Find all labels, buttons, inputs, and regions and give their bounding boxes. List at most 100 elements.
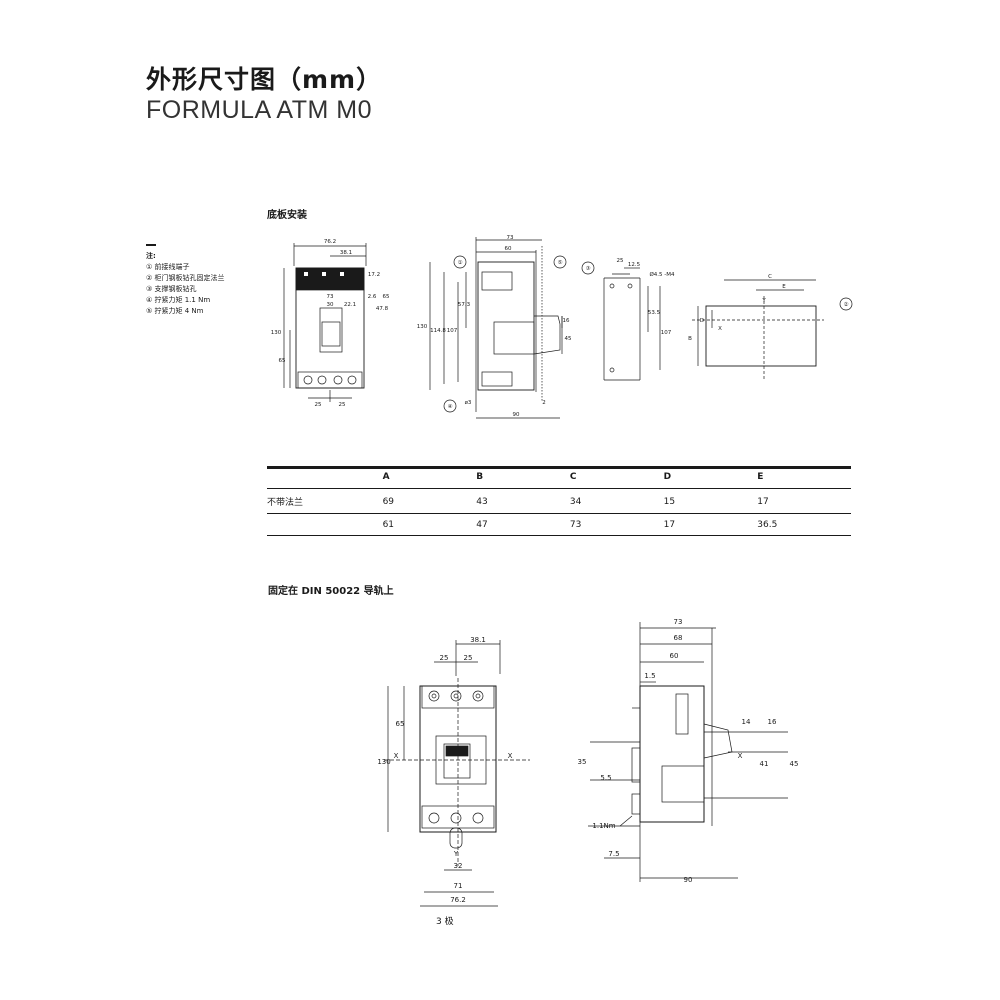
dim-53-5: 53.5 — [648, 310, 661, 316]
table-header: A — [382, 466, 477, 489]
dim-73: 73 — [674, 618, 683, 626]
dim-pitch: 38.1 — [340, 250, 352, 256]
section-din-mounting: 固定在 DIN 50022 导轨上 — [268, 586, 394, 597]
dim-12-5: 12.5 — [628, 262, 641, 268]
dim-114-8: 114.8 — [430, 328, 446, 334]
dim-32: 32 — [454, 862, 463, 870]
table-cell: 73 — [569, 513, 664, 536]
axis-x-right: X — [508, 752, 513, 760]
front-view-drawing: 76.2 38.1 73 30 22.1 17.2 2.6 47.8 65 13… — [271, 239, 390, 408]
din-front-view-drawing: 38.1 25 25 65 130 X X Y 32 71 76.2 — [377, 636, 530, 907]
table-cell — [267, 513, 383, 536]
dim-130: 130 — [417, 324, 428, 330]
dim-22: 22.1 — [344, 302, 356, 308]
note-item: ① 前接线端子 — [146, 263, 190, 271]
dim-25-b: 25 — [339, 402, 346, 408]
table-cell: 17 — [663, 513, 758, 536]
dim-38-1: 38.1 — [470, 636, 486, 644]
dim-73: 73 — [327, 294, 334, 300]
dim-30: 30 — [327, 302, 334, 308]
table-header: E — [757, 466, 851, 489]
dim-73: 73 — [507, 235, 514, 241]
dim-47-8: 47.8 — [376, 306, 389, 312]
dim-2: 2 — [542, 400, 546, 406]
dim-90: 90 — [684, 876, 693, 884]
dim-5-5: 5.5 — [600, 774, 611, 782]
table-header: B — [476, 466, 570, 489]
notes-block: 注: ① 前接线端子 ② 柜门钢板钻孔固定法兰 ③ 支撑钢板钻孔 ④ 拧紧力矩 … — [146, 244, 256, 317]
note-item: ⑤ 拧紧力矩 4 Nm — [146, 307, 204, 315]
table-header — [267, 466, 383, 489]
dim-width: 76.2 — [324, 239, 336, 245]
dim-16: 16 — [563, 318, 570, 324]
dim-130: 130 — [271, 330, 282, 336]
table-header-row: A B C D E — [267, 466, 851, 489]
support-drilling-drawing: ③ 25 12.5 Ø4.5 -M4 53.5 107 — [581, 258, 675, 381]
dim-65-right: 65 — [383, 294, 390, 300]
dim-60: 60 — [670, 652, 679, 660]
dim-45: 45 — [565, 336, 572, 342]
din-side-view-drawing: 73 68 60 1.5 14 16 35 5.5 41 45 X 1.1Nm … — [578, 618, 799, 884]
dim-35: 35 — [578, 758, 587, 766]
dim-60: 60 — [505, 246, 512, 252]
dim-65: 65 — [396, 720, 405, 728]
page-title: 外形尺寸图（mm） — [146, 65, 383, 94]
dim-90: 90 — [513, 412, 520, 418]
note-item: ④ 拧紧力矩 1.1 Nm — [146, 296, 211, 304]
table-cell: 不带法兰 — [267, 488, 383, 514]
table-cell: 15 — [663, 488, 758, 514]
dim-68: 68 — [674, 634, 683, 642]
table-row: 不带法兰 69 43 34 15 17 — [267, 488, 851, 514]
dim-41: 41 — [760, 760, 769, 768]
axis-y: Y — [761, 298, 766, 304]
hole-spec: Ø4.5 -M4 — [649, 271, 675, 278]
dim-76-2: 76.2 — [450, 896, 466, 904]
table-header: C — [569, 466, 664, 489]
table-header: D — [663, 466, 758, 489]
section-plate-mounting: 底板安装 — [267, 210, 307, 221]
callout-4: ④ — [448, 404, 453, 410]
table-cell: 47 — [476, 513, 570, 536]
table-cell: 17 — [757, 488, 851, 514]
dim-25-a: 25 — [315, 402, 322, 408]
dim-c: C — [768, 274, 772, 280]
dim-14: 14 — [742, 718, 751, 726]
dim-17: 17.2 — [368, 272, 380, 278]
dim-107: 107 — [447, 328, 458, 334]
note-item: ③ 支撑钢板钻孔 — [146, 285, 197, 293]
dim-d: D — [700, 318, 704, 324]
dim-phi-3: ø3 — [465, 400, 472, 406]
table-cell: 36.5 — [757, 513, 851, 536]
dimension-table: A B C D E 不带法兰 69 43 34 15 17 61 47 73 1… — [267, 466, 851, 536]
dim-25-b: 25 — [464, 654, 473, 662]
dim-130: 130 — [377, 758, 390, 766]
notes-bar — [146, 244, 156, 246]
dim-16: 16 — [768, 718, 777, 726]
dim-71: 71 — [454, 882, 463, 890]
dim-1-5: 1.5 — [644, 672, 655, 680]
dim-45: 45 — [790, 760, 799, 768]
side-view-drawing: 73 60 ① ⑤ ④ 130 114.8 107 57.3 16 45 ø3 … — [417, 235, 572, 419]
pole-label: 3 极 — [436, 917, 454, 927]
dim-b: B — [688, 336, 692, 342]
dim-7-5: 7.5 — [608, 850, 619, 858]
table-row: 61 47 73 17 36.5 — [267, 513, 851, 536]
axis-x-left: X — [394, 752, 399, 760]
table-cell: 61 — [382, 513, 477, 536]
axis-x: X — [738, 752, 743, 760]
axis-x: X — [718, 326, 722, 332]
table-cell: 43 — [476, 488, 570, 514]
callout-1: ① — [458, 260, 463, 266]
dim-65-left: 65 — [279, 358, 286, 364]
table-cell: 34 — [569, 488, 664, 514]
dim-25: 25 — [617, 258, 624, 264]
product-name: FORMULA ATM M0 — [146, 96, 373, 124]
dim-57-3: 57.3 — [458, 302, 471, 308]
notes-heading: 注: — [146, 252, 156, 260]
table-cell: 69 — [382, 488, 477, 514]
note-item: ② 柜门钢板钻孔固定法兰 — [146, 274, 225, 282]
dim-25-a: 25 — [440, 654, 449, 662]
callout-2: ② — [844, 301, 849, 308]
callout-3: ③ — [586, 266, 591, 272]
dim-e: E — [782, 284, 786, 290]
